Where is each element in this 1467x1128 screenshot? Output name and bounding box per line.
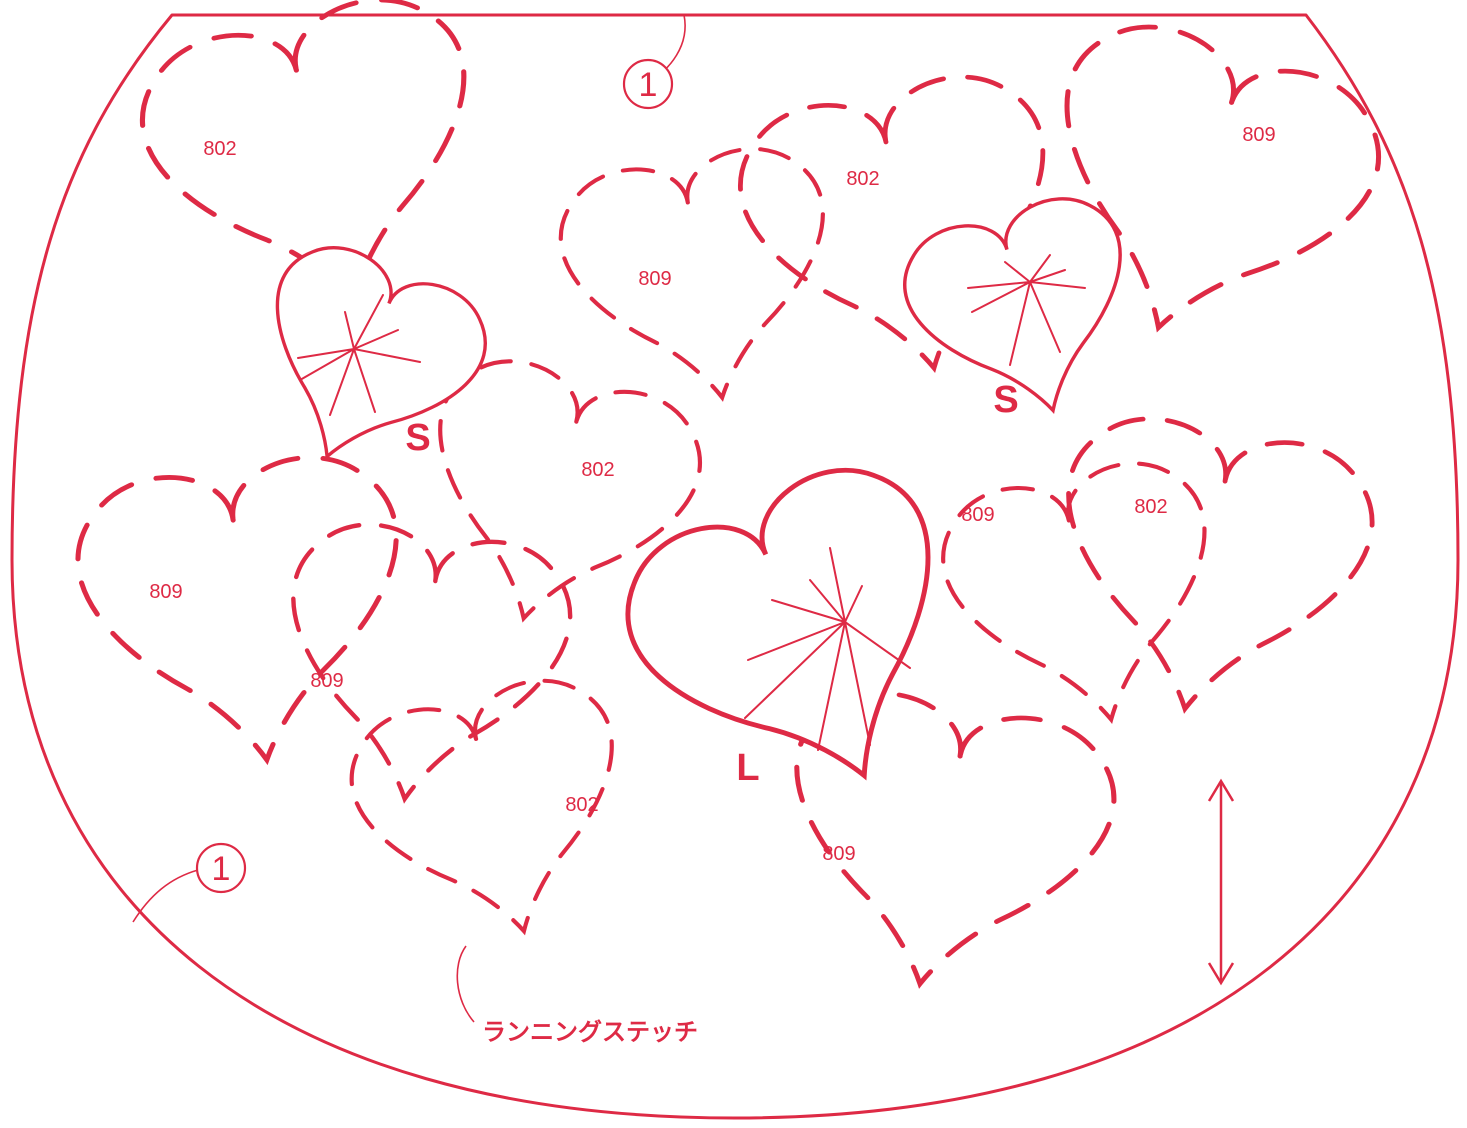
piece-marker-circle [195,842,247,894]
piece-marker: 1 [212,850,231,888]
dashed-heart [267,515,580,819]
thread-number: 809 [638,268,671,290]
thread-number: 809 [822,843,855,865]
thread-number: 802 [581,459,614,481]
thread-number: 809 [149,581,182,603]
applique-heart-l [602,443,1008,839]
pattern-outline [10,13,1460,1120]
thread-number: 802 [1134,496,1167,518]
thread-number: 809 [1242,124,1275,146]
piece-marker: 1 [639,66,658,104]
thread-number: 802 [846,168,879,190]
applique-heart-s-right [889,182,1161,443]
dashed-heart [930,450,1240,747]
applique-heart-s-left [225,228,504,499]
size-label: S [993,379,1018,421]
stitch-hearts [68,0,1400,1012]
note-leader [456,945,475,1023]
thread-numbers: 802 809 802 809 802 809 809 802 809 802 … [149,124,1275,865]
double-arrow-icon [1207,778,1235,986]
piece-marker-circle [622,58,674,110]
size-label: S [405,417,430,459]
thread-number: 802 [203,138,236,160]
size-label: L [736,747,759,789]
thread-number: 809 [961,504,994,526]
running-stitch-note: ランニングステッチ [482,1018,698,1046]
dashed-heart [338,666,653,964]
thread-number: 802 [565,794,598,816]
dashed-heart [1034,406,1384,736]
thread-number: 809 [310,670,343,692]
marker-leader [132,869,199,923]
